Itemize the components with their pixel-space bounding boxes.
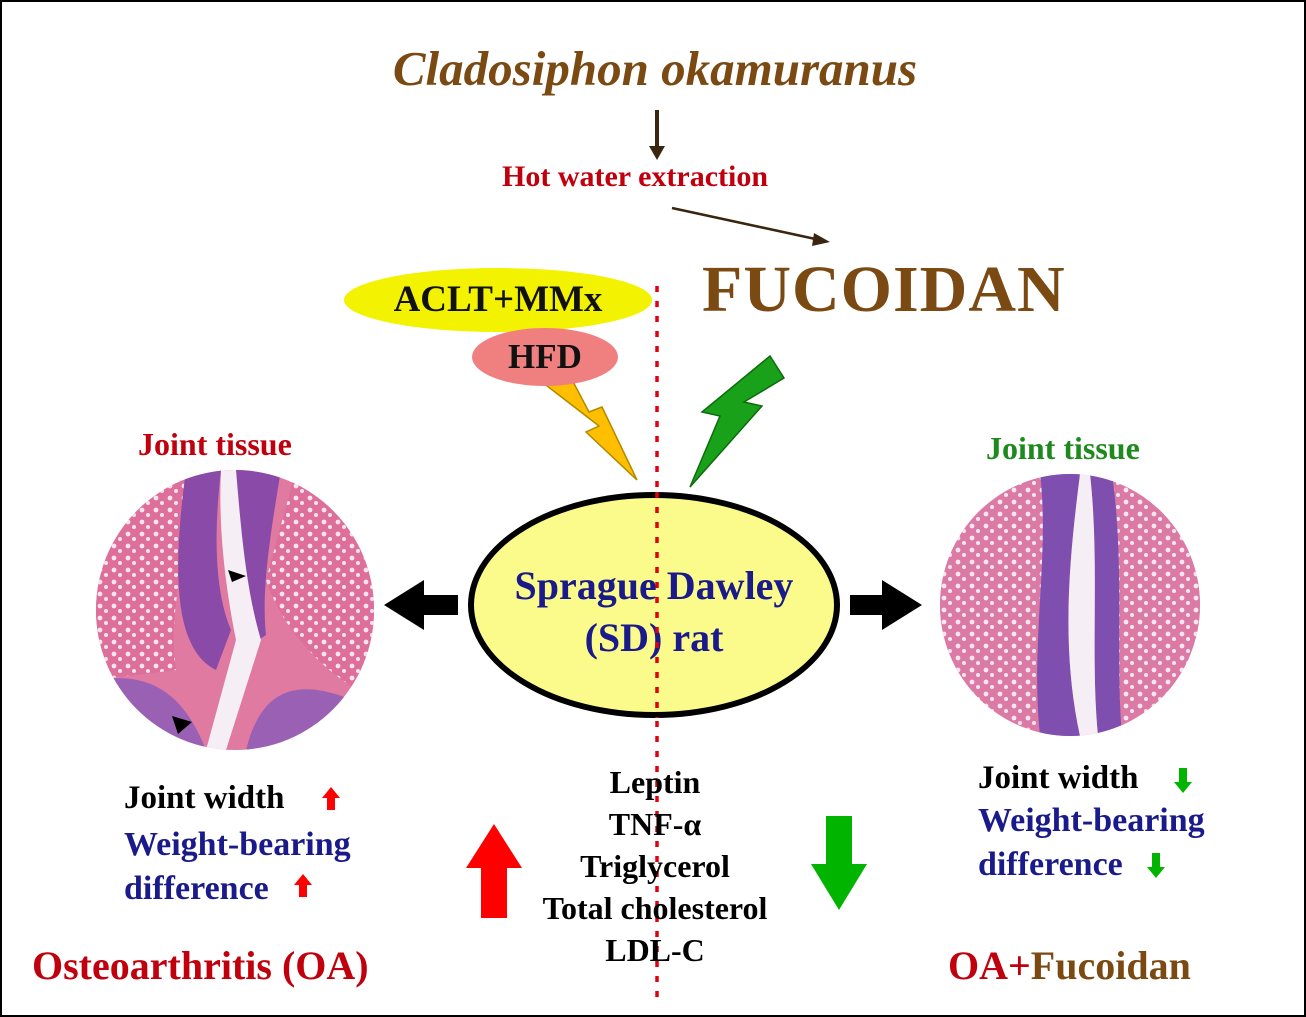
extraction-label: Hot water extraction xyxy=(502,160,769,193)
group-label-fucoidan-part: Fucoidan xyxy=(1030,943,1191,988)
lightning-bolt-icon xyxy=(689,354,786,488)
hfd-label: HFD xyxy=(508,337,582,376)
histology-image-oa xyxy=(96,470,374,750)
difference-label-left: difference xyxy=(124,870,269,907)
marker-tnf: TNF-α xyxy=(608,806,702,842)
hfd-ellipse xyxy=(472,328,618,386)
small-down-arrow-icon xyxy=(1147,853,1165,878)
fucoidan-label: FUCOIDAN xyxy=(702,253,1066,326)
big-down-arrow-icon xyxy=(811,816,867,910)
down-arrow-icon xyxy=(649,110,665,160)
histology-image-fucoidan xyxy=(940,474,1200,736)
left-block-arrow-icon xyxy=(384,580,458,630)
small-up-arrow-icon xyxy=(322,787,340,810)
marker-leptin: Leptin xyxy=(609,764,701,800)
rat-label-line1: Sprague Dawley xyxy=(514,563,794,608)
group-label-oa-part: OA+ xyxy=(948,943,1031,988)
small-down-arrow-icon xyxy=(1174,768,1192,793)
joint-width-label-right: Joint width xyxy=(978,760,1139,796)
aclt-label: ACLT+MMx xyxy=(393,279,603,320)
group-label-oa: Osteoarthritis (OA) xyxy=(32,943,369,988)
group-label-oa-fucoidan: OA+Fucoidan xyxy=(948,942,1191,989)
lightning-bolt-icon xyxy=(540,373,638,481)
joint-width-label-left: Joint width xyxy=(124,780,285,816)
aclt-ellipse xyxy=(344,268,652,332)
marker-total-cholesterol: Total cholesterol xyxy=(542,890,768,926)
diagonal-arrow-icon xyxy=(671,206,830,246)
marker-triglycerol: Triglycerol xyxy=(580,848,730,884)
rat-label-line2: (SD) rat xyxy=(584,615,724,660)
weight-bearing-label-right: Weight-bearing xyxy=(978,802,1205,839)
big-up-arrow-icon xyxy=(466,824,522,918)
rat-ellipse xyxy=(468,492,840,718)
difference-label-right: difference xyxy=(978,846,1123,883)
divider-overlay xyxy=(655,492,659,718)
weight-bearing-label-left: Weight-bearing xyxy=(124,826,351,863)
species-title: Cladosiphon okamuranus xyxy=(392,41,918,96)
right-block-arrow-icon xyxy=(850,580,922,630)
joint-tissue-title-right: Joint tissue xyxy=(986,430,1140,466)
small-up-arrow-icon xyxy=(294,874,312,897)
joint-tissue-title-left: Joint tissue xyxy=(138,426,292,462)
marker-ldl-c: LDL-C xyxy=(605,932,705,968)
